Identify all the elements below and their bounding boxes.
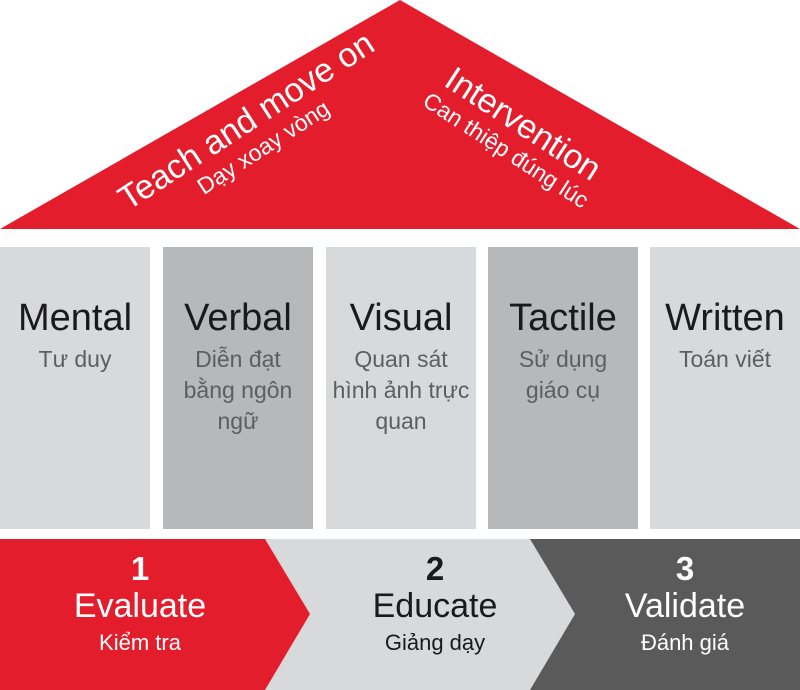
pillar-written: Written Toán viết [650,247,800,529]
step-validate: 3 Validate Đánh giá [565,550,800,659]
pillar-title: Visual [349,297,453,339]
pillar-title: Mental [17,297,133,339]
step-title: Educate [372,587,498,626]
step-educate: 2 Educate Giảng dạy [315,550,555,659]
pillar-tactile: Tactile Sử dụng giáo cụ [488,247,638,529]
pillar-subtitle: Quan sát hình ảnh trực quan [332,345,470,434]
step-number: 2 [425,550,445,587]
steps-band [0,539,800,690]
step-number: 3 [675,550,695,587]
pillar-title: Written [665,297,785,339]
step-subtitle: Giảng dạy [384,630,486,656]
roof [0,0,800,229]
step-title: Evaluate [73,587,207,626]
step-subtitle: Kiểm tra [99,630,181,656]
roof-triangle [0,0,800,229]
pillar-subtitle: Tư duy [38,345,112,372]
pillar-title: Verbal [184,297,292,339]
step-title: Validate [624,587,746,626]
pillar-subtitle: Sử dụng giáo cụ [518,345,608,403]
step-number: 1 [130,550,150,587]
pillar-visual: Visual Quan sát hình ảnh trực quan [326,247,476,529]
pillar-subtitle: Diễn đạt bằng ngôn ngữ [183,345,293,434]
pillar-subtitle: Toán viết [678,345,772,372]
pillar-mental: Mental Tư duy [0,247,150,529]
step-shape-evaluate [0,539,310,690]
step-subtitle: Đánh giá [640,630,730,656]
pillar-title: Tactile [509,297,617,339]
step-shape-validate [530,539,800,690]
step-evaluate: 1 Evaluate Kiểm tra [20,550,260,659]
pillar-verbal: Verbal Diễn đạt bằng ngôn ngữ [163,247,313,529]
